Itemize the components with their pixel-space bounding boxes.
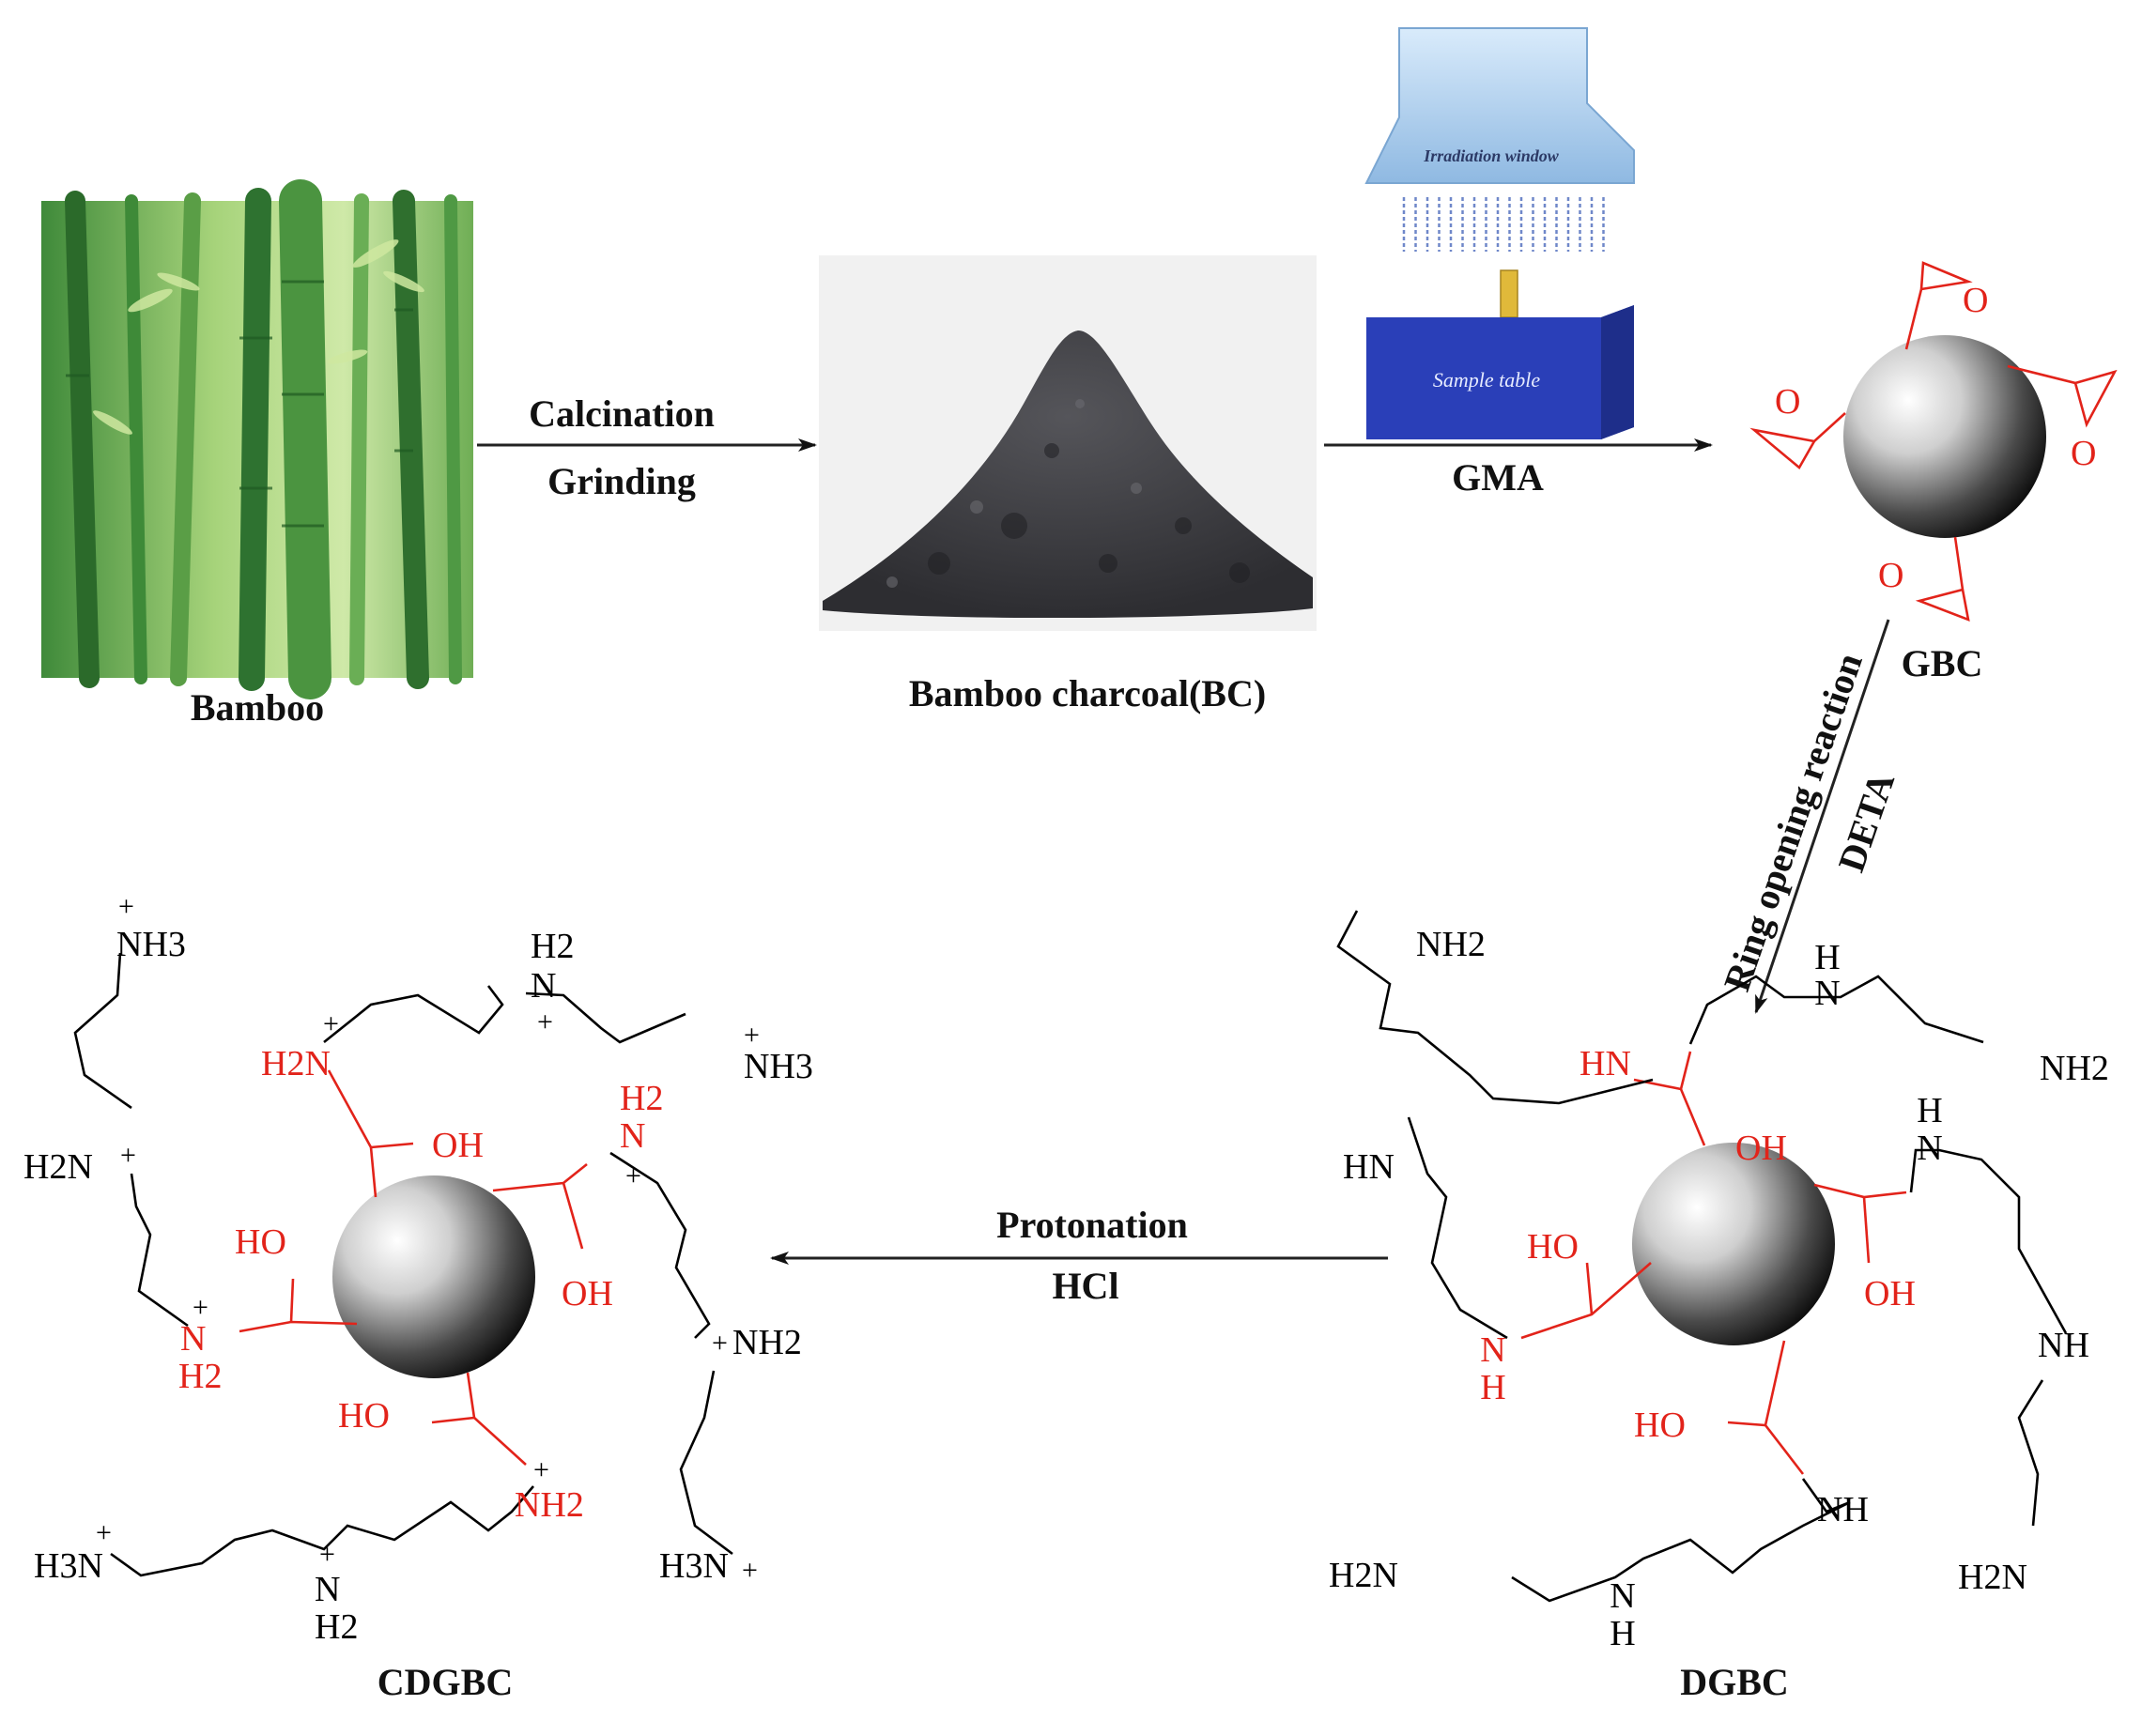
dgbc-hn-left: HN xyxy=(1343,1147,1395,1187)
cdgbc-plus-12: + xyxy=(742,1555,758,1586)
dgbc-n-bottom: N xyxy=(1610,1576,1635,1616)
irradiation-beams xyxy=(1402,197,1605,252)
calcination-label: Calcination xyxy=(529,392,715,435)
dgbc-particle xyxy=(1632,1143,1835,1345)
bamboo-image xyxy=(41,179,473,699)
cdgbc-n-bottom: N xyxy=(315,1570,340,1609)
dgbc-h-top: H xyxy=(1814,938,1840,977)
gbc-epoxide-o-right: O xyxy=(2071,434,2096,473)
gma-label: GMA xyxy=(1452,456,1544,499)
dgbc-hn-red: HN xyxy=(1580,1044,1631,1083)
cdgbc-n-top: N xyxy=(531,966,556,1006)
cdgbc-h3n-bottom-right: H3N xyxy=(659,1546,729,1586)
cdgbc-plus-3: + xyxy=(744,1020,760,1051)
bamboo-label: Bamboo xyxy=(191,686,324,729)
cdgbc-oh-right: OH xyxy=(562,1274,613,1314)
gbc-epoxide-o-top: O xyxy=(1963,281,1988,320)
cdgbc-plus-4: + xyxy=(323,1008,339,1039)
protonation-label: Protonation xyxy=(996,1204,1188,1246)
gbc-label: GBC xyxy=(1902,642,1983,684)
cdgbc-nh3-top-right: NH3 xyxy=(744,1047,813,1086)
irradiation-device: Irradiation window Sample table xyxy=(1364,27,1635,439)
dgbc-nh-right: NH xyxy=(2038,1326,2089,1365)
cdgbc-h2n-red: H2N xyxy=(261,1044,331,1083)
cdgbc-plus-5: + xyxy=(625,1160,641,1191)
cdgbc-h2-red-left: H2 xyxy=(178,1357,222,1396)
bamboo-charcoal-image xyxy=(819,255,1317,631)
cdgbc-plus-11: + xyxy=(319,1539,335,1570)
cdgbc-n-red-left: N xyxy=(180,1319,206,1359)
cdgbc-h3n-bottom-left: H3N xyxy=(34,1546,103,1586)
cdgbc-h2-bottom: H2 xyxy=(315,1607,358,1647)
sample-table-block xyxy=(1366,305,1634,439)
cdgbc-plus-1: + xyxy=(118,891,134,922)
dgbc-label: DGBC xyxy=(1680,1661,1789,1703)
cdgbc-plus-9: + xyxy=(533,1454,549,1485)
dgbc-h-right: H xyxy=(1917,1091,1942,1130)
cdgbc-plus-7: + xyxy=(193,1292,208,1323)
cdgbc-oh-top: OH xyxy=(432,1126,484,1165)
grinding-label: Grinding xyxy=(547,460,696,502)
dgbc-ho-bottom: HO xyxy=(1634,1406,1686,1445)
sample-table-label: Sample table xyxy=(1433,368,1540,392)
dgbc-h-red: H xyxy=(1480,1368,1505,1407)
dgbc-n-top: N xyxy=(1814,974,1840,1013)
cdgbc-n-red: N xyxy=(620,1116,645,1156)
cdgbc-plus-8: + xyxy=(712,1328,728,1359)
dgbc-h2n-bottom-right: H2N xyxy=(1958,1558,2027,1597)
cdgbc-ho-bottom: HO xyxy=(338,1396,390,1436)
ring-opening-arrow xyxy=(1754,619,1890,1014)
hcl-label: HCl xyxy=(1052,1265,1118,1307)
dgbc-n-red: N xyxy=(1480,1330,1505,1370)
cdgbc-nh2-red-bottom: NH2 xyxy=(515,1485,584,1525)
cdgbc-h2-red: H2 xyxy=(620,1079,663,1118)
cdgbc-label: CDGBC xyxy=(378,1661,513,1703)
deta-label: DETA xyxy=(1829,767,1903,877)
cdgbc-plus-10: + xyxy=(96,1517,112,1548)
cdgbc-plus-6: + xyxy=(120,1140,136,1171)
cdgbc-h2-top: H2 xyxy=(531,927,574,966)
dgbc-oh-right: OH xyxy=(1864,1274,1916,1314)
cdgbc-nh2-right: NH2 xyxy=(732,1323,802,1362)
dgbc-oh-top: OH xyxy=(1735,1129,1787,1168)
gbc-structure: O O O O xyxy=(1749,261,2118,622)
sample-vial xyxy=(1500,269,1518,318)
dgbc-nh2-top: NH2 xyxy=(1416,925,1486,964)
gbc-epoxide-o-bottom: O xyxy=(1878,556,1903,595)
cdgbc-nh3-top-left: NH3 xyxy=(116,925,186,964)
cdgbc-ho-left: HO xyxy=(235,1222,286,1262)
dgbc-nh2-right-top: NH2 xyxy=(2040,1049,2109,1088)
dgbc-nh-bottom: NH xyxy=(1817,1490,1869,1529)
dgbc-ho-left: HO xyxy=(1527,1227,1579,1267)
gbc-particle xyxy=(1843,335,2046,538)
dgbc-n-right: N xyxy=(1917,1129,1942,1168)
irradiation-window-label: Irradiation window xyxy=(1423,146,1560,165)
gbc-epoxide-o-left: O xyxy=(1775,382,1800,422)
cdgbc-h2n-left: H2N xyxy=(23,1147,93,1187)
dgbc-h2n-bottom-left: H2N xyxy=(1329,1556,1398,1595)
cdgbc-particle xyxy=(332,1175,535,1378)
bamboo-charcoal-label: Bamboo charcoal(BC) xyxy=(909,672,1266,714)
dgbc-h-bottom: H xyxy=(1610,1614,1635,1653)
cdgbc-plus-2: + xyxy=(537,1006,553,1037)
